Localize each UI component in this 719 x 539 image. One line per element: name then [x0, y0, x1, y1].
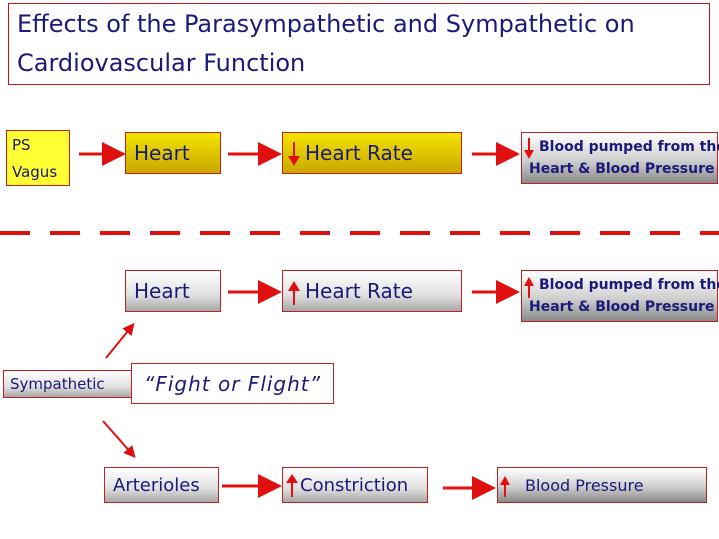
symp-result-box: Blood pumped from the Heart & Blood Pres… [521, 270, 719, 322]
symp-result-line-2: Heart & Blood Pressure [529, 299, 715, 315]
arterioles-label: Arterioles [113, 474, 200, 496]
symp-heart-rate-box: Heart Rate [282, 270, 462, 312]
ps-heart-rate-box: Heart Rate [282, 132, 462, 174]
arrow-symp-to-heart [105, 322, 135, 359]
sympathetic-label: Sympathetic [10, 375, 105, 393]
up-arrow-icon [288, 281, 300, 305]
arrow-symp-to-arterioles [102, 420, 136, 458]
ps-result-line-1: Blood pumped from the [539, 139, 719, 155]
ps-heart-box: Heart [125, 132, 221, 174]
ps-heart-label: Heart [134, 141, 190, 165]
fight-or-flight-label: “Fight or Flight” [144, 371, 321, 396]
ps-vagus-box: PS Vagus [6, 130, 70, 186]
constriction-label: Constriction [300, 474, 409, 496]
symp-heart-box: Heart [125, 270, 221, 312]
title-line-1: Effects of the Parasympathetic and Sympa… [17, 10, 635, 38]
sympathetic-box: Sympathetic [3, 370, 135, 398]
arterioles-box: Arterioles [104, 467, 219, 503]
up-arrow-icon [286, 474, 298, 497]
symp-heart-label: Heart [134, 279, 190, 303]
up-arrow-icon [500, 476, 510, 497]
ps-heart-rate-label: Heart Rate [305, 141, 413, 165]
ps-result-line-2: Heart & Blood Pressure [529, 161, 715, 177]
down-arrow-icon [288, 142, 300, 166]
down-arrow-icon [524, 138, 534, 159]
title-box: Effects of the Parasympathetic and Sympa… [8, 3, 710, 85]
title-line-2: Cardiovascular Function [17, 49, 306, 77]
up-arrow-icon [524, 277, 534, 298]
ps-result-box: Blood pumped from the Heart & Blood Pres… [521, 132, 719, 184]
vagus-label: Vagus [12, 163, 58, 181]
symp-heart-rate-label: Heart Rate [305, 279, 413, 303]
constriction-box: Constriction [282, 467, 428, 503]
fight-or-flight-box: “Fight or Flight” [131, 363, 334, 404]
blood-pressure-box: Blood Pressure [497, 467, 707, 503]
symp-result-line-1: Blood pumped from the [539, 277, 719, 293]
blood-pressure-label: Blood Pressure [525, 475, 644, 495]
ps-label: PS [12, 136, 31, 154]
